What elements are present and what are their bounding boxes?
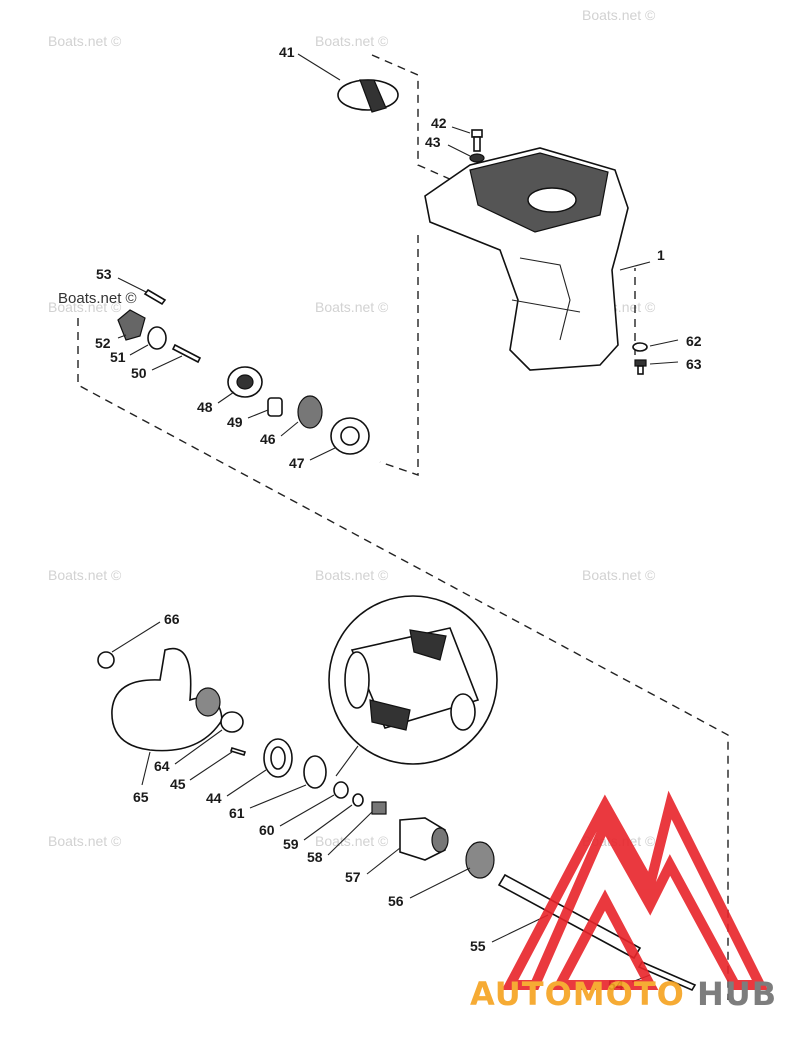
assembly-dashed-lines	[77, 54, 729, 1000]
part-1-gear-housing	[424, 147, 629, 371]
watermark: Boats.net ©	[58, 290, 137, 307]
label-63: 63	[686, 356, 702, 372]
label-56: 56	[388, 893, 404, 909]
watermark: Boats.net ©	[48, 33, 122, 49]
watermark: Boats.net ©	[582, 7, 656, 23]
part-45-pin	[229, 747, 247, 756]
part-64-thrust-hub	[220, 711, 244, 733]
label-64: 64	[154, 758, 170, 774]
label-62: 62	[686, 333, 702, 349]
watermark: Boats.net ©	[48, 833, 122, 849]
part-57-bearing-carrier	[399, 817, 449, 861]
logo-emblem	[501, 790, 769, 990]
part-62-washer	[632, 342, 648, 352]
label-65: 65	[133, 789, 149, 805]
label-51: 51	[110, 349, 126, 365]
part-47-bearing	[330, 417, 370, 455]
watermark: Boats.net ©	[315, 567, 389, 583]
label-48: 48	[197, 399, 213, 415]
label-45: 45	[170, 776, 186, 792]
watermark: Boats.net ©	[582, 567, 656, 583]
label-66: 66	[164, 611, 180, 627]
label-43: 43	[425, 134, 441, 150]
part-labels: 41 42 43 1 62 63 53 52 51 50 48 49 46 47…	[95, 44, 702, 993]
watermarks: Boats.net © Boats.net © Boats.net © Boat…	[48, 7, 656, 849]
watermark: Boats.net ©	[48, 567, 122, 583]
label-57: 57	[345, 869, 361, 885]
label-1: 1	[657, 247, 665, 263]
watermark: Boats.net ©	[315, 299, 389, 315]
label-53: 53	[96, 266, 112, 282]
part-63-screw	[634, 359, 647, 375]
bearing-detail-inset	[328, 595, 498, 765]
label-42: 42	[431, 115, 447, 131]
label-49: 49	[227, 414, 243, 430]
part-44-seal-ring	[263, 738, 293, 778]
part-46-pinion	[297, 395, 323, 429]
part-53-pin	[143, 288, 167, 306]
label-60: 60	[259, 822, 275, 838]
label-46: 46	[260, 431, 276, 447]
label-58: 58	[307, 849, 323, 865]
part-60-washer	[333, 781, 349, 799]
watermark: Boats.net ©	[315, 33, 389, 49]
part-43-washer	[469, 153, 485, 163]
label-61: 61	[229, 805, 245, 821]
label-59: 59	[283, 836, 299, 852]
label-55: 55	[470, 938, 486, 954]
label-44: 44	[206, 790, 222, 806]
watermark: Boats.net ©	[48, 299, 122, 315]
part-56-forward-gear	[465, 841, 495, 879]
part-49-bushing	[267, 397, 283, 417]
part-41-trim-tab	[337, 79, 399, 113]
leader-lines	[111, 53, 679, 983]
part-66-nut	[97, 651, 115, 669]
part-42-bolt	[471, 129, 483, 152]
label-47: 47	[289, 455, 305, 471]
part-61-o-ring	[303, 755, 327, 789]
part-58-bushing	[371, 801, 387, 815]
part-59-washer	[352, 793, 364, 807]
label-50: 50	[131, 365, 147, 381]
watermark: Boats.net ©	[315, 833, 389, 849]
part-50-shift-shaft	[171, 343, 202, 364]
logo-text-hub: HUB	[697, 975, 777, 1013]
part-51-spring	[147, 326, 167, 350]
part-65-propeller	[111, 647, 223, 752]
logo-text-automoto: AUTOMOTO	[470, 975, 685, 1013]
part-48-gear	[227, 366, 263, 398]
label-52: 52	[95, 335, 111, 351]
part-52-clutch	[117, 309, 146, 341]
automotohub-logo: AUTOMOTO HUB	[470, 790, 777, 1013]
label-41: 41	[279, 44, 295, 60]
